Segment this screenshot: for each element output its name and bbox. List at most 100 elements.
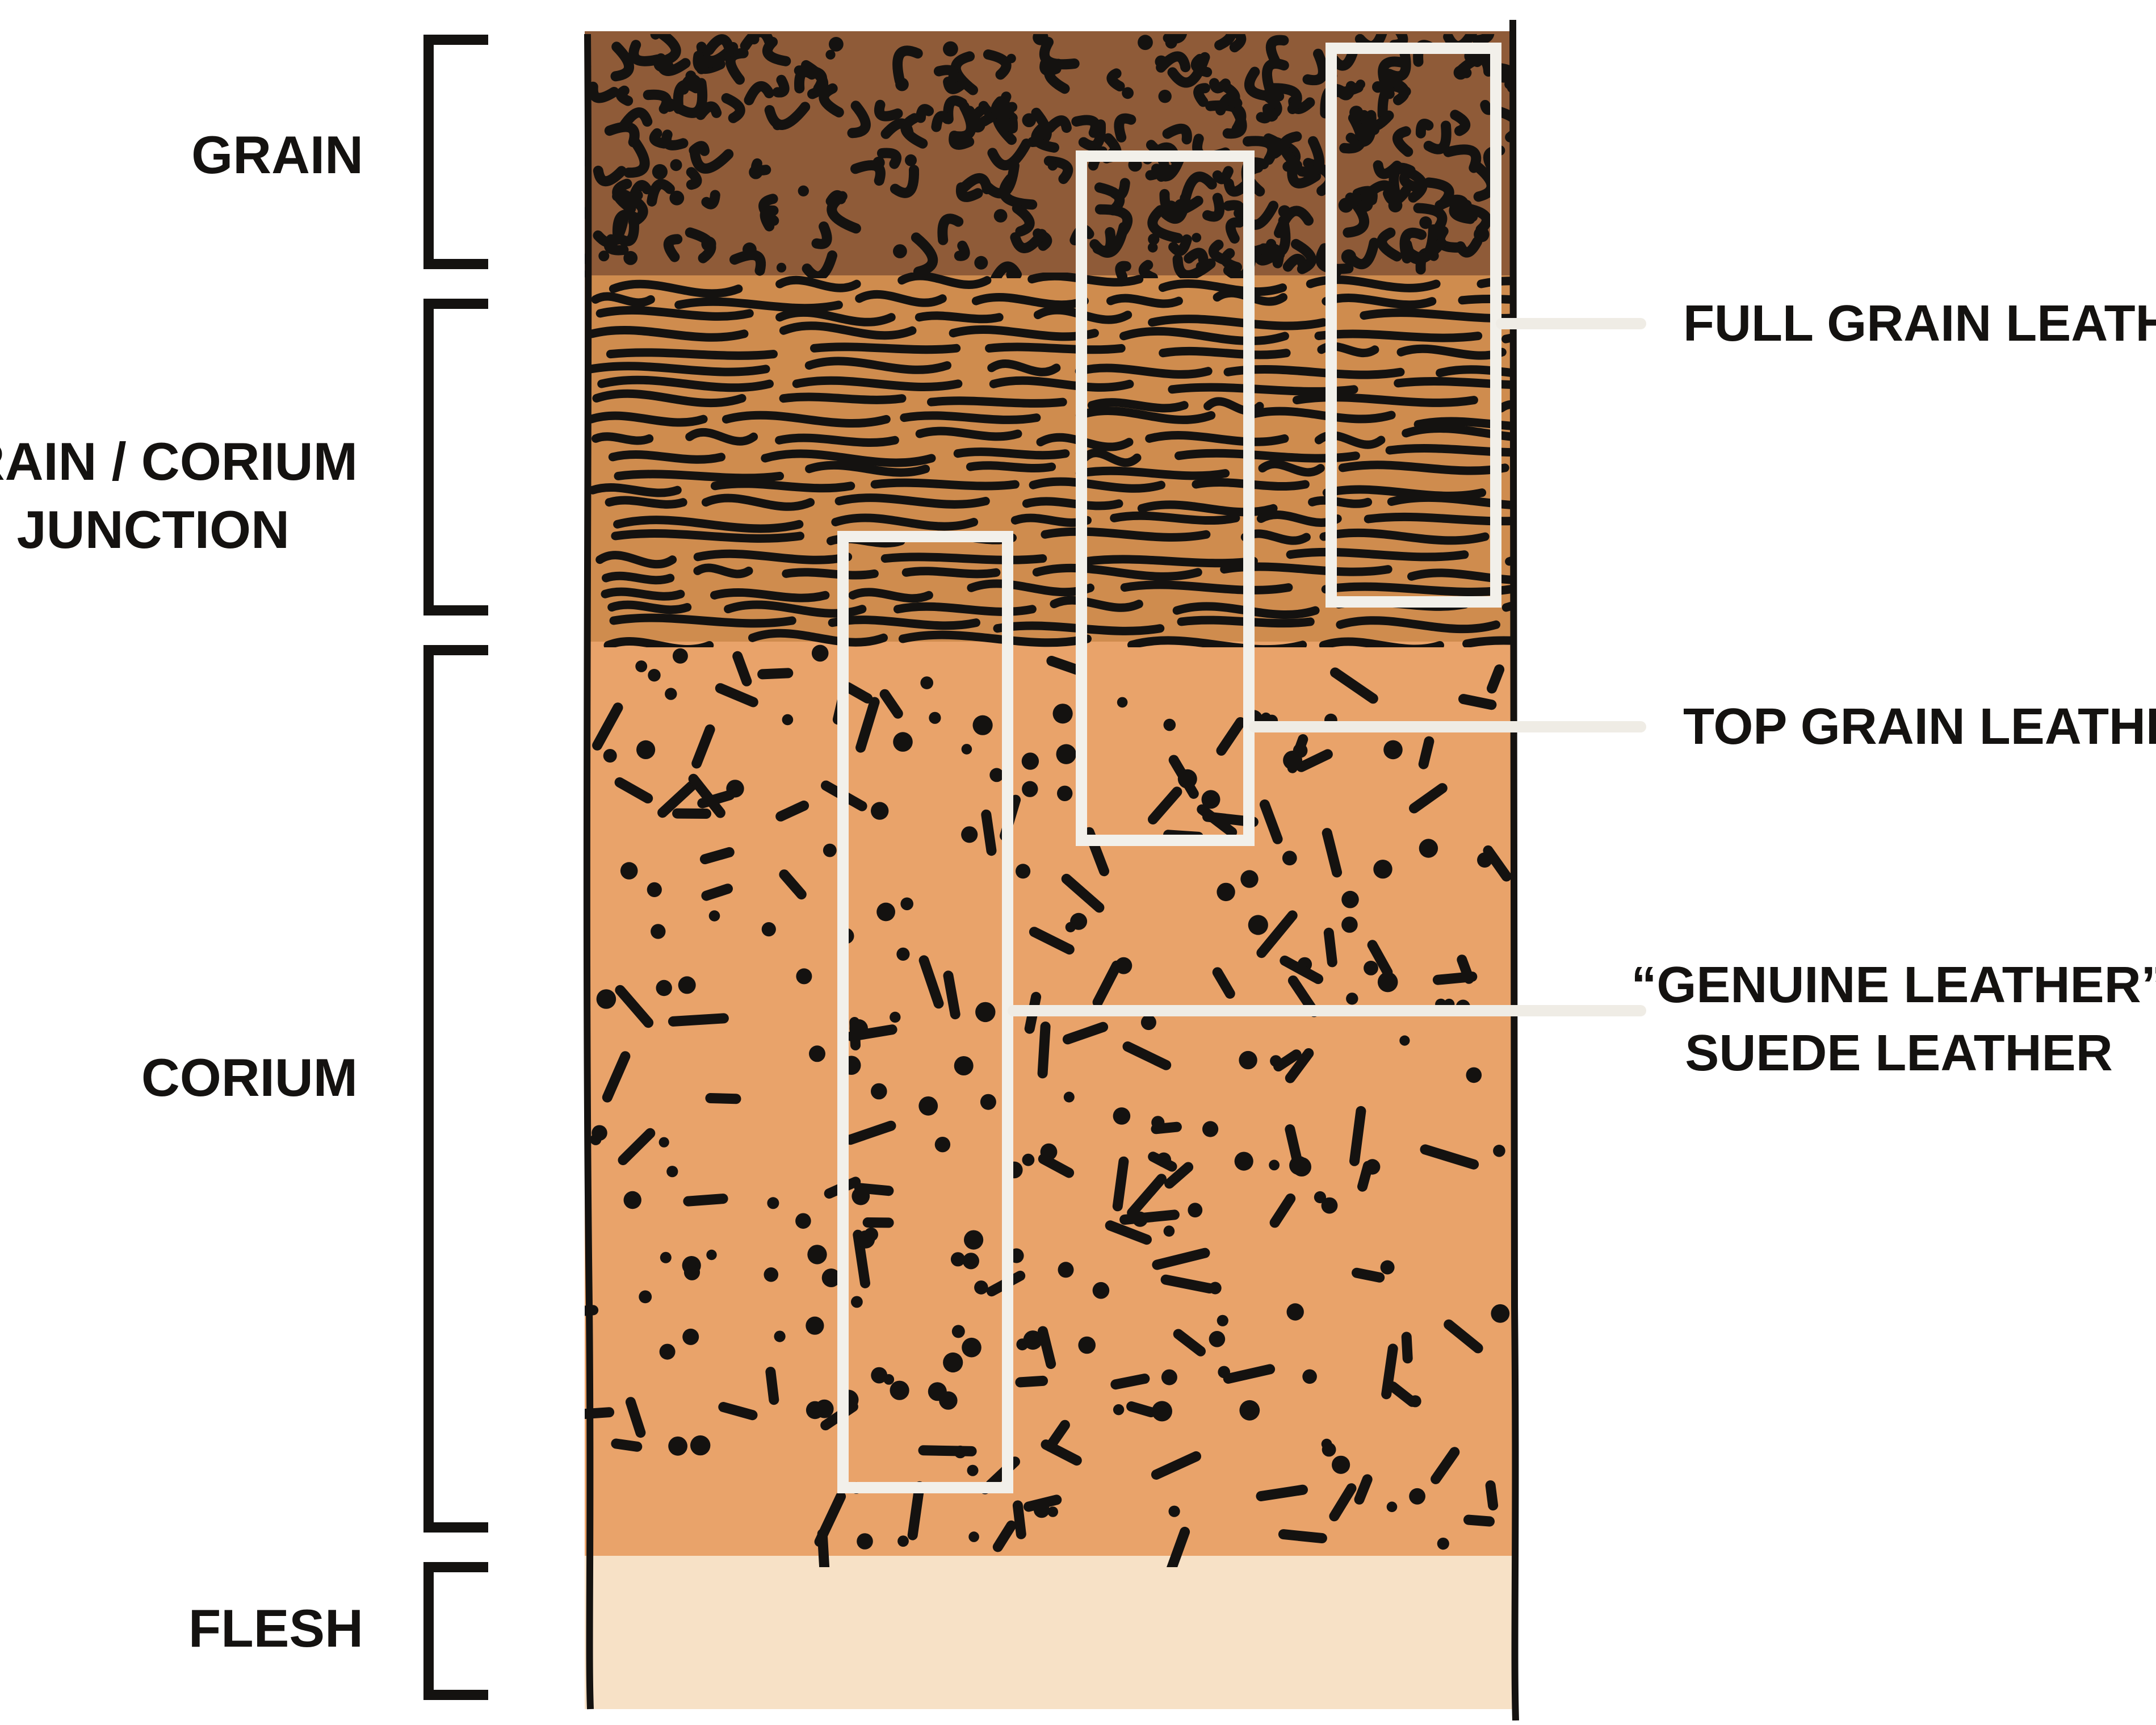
corium-dot [761,922,776,937]
corium-dot [943,1352,963,1373]
corium-dot [811,644,829,662]
junction-fiber [966,461,1056,473]
junction-fiber [1501,600,1516,612]
grain-fiber [623,136,650,178]
corium-fiber [1269,1193,1296,1228]
junction-fiber [1336,616,1500,634]
corium-dot [1065,922,1076,932]
corium-dot [896,947,910,961]
layer-brackets [423,35,488,1700]
grain-fiber [1209,78,1231,94]
grain-dot [701,236,716,252]
junction-fiber [855,290,947,307]
corium-dot [929,711,941,724]
grain-fiber [1339,112,1366,154]
corium-fiber [1352,1267,1385,1283]
grain-fiber [1357,191,1373,212]
corium-dot [1365,1159,1381,1175]
grain-fiber [1413,203,1448,235]
junction-fiber [1075,363,1213,379]
grain-fiber [876,148,901,169]
corium-fiber [1256,1484,1308,1501]
corium-dot [678,976,696,994]
corium-fiber [1127,1174,1167,1218]
junction-fiber [915,426,1022,441]
junction-fiber [967,579,1094,597]
corium-dot [1209,1331,1226,1347]
grain-fiber [1287,166,1322,189]
corium-fiber [1354,1474,1373,1505]
grain-dot [1022,113,1037,127]
corium-fiber [688,773,725,818]
junction-fiber [1075,466,1230,480]
corium-fiber [1197,804,1238,838]
grain-fiber [811,221,832,249]
grain-fiber [1108,178,1130,200]
corium-fiber [1173,1329,1206,1356]
junction-fiber [597,375,774,392]
grain-fiber [1415,119,1434,139]
corium-dot [1377,972,1398,993]
grain-dot [970,117,985,133]
corium-dot [1270,1055,1282,1067]
junction-fiber [1402,424,1516,442]
junction-fiber [1322,485,1487,500]
corium-dot [1346,993,1358,1005]
corium-dot [708,910,720,922]
corium-texture [585,644,1512,1567]
junction-fiber [834,493,990,509]
grain-fiber [1215,93,1243,116]
junction-fiber [1396,344,1507,360]
junction-fiber [915,311,1004,324]
corium-fiber [1483,845,1512,882]
corium-dot [666,1166,678,1178]
grain-fiber [1343,192,1370,238]
grain-fiber [615,85,634,106]
grain-dot [776,262,787,273]
corium-dot [893,732,913,752]
corium-fiber [1122,1041,1172,1070]
corium-dot [1332,1455,1350,1474]
grain-fiber [954,240,970,261]
grain-dot [1455,199,1470,214]
grain-fiber [892,45,923,86]
grain-dot [1372,81,1384,93]
grain-fiber [955,182,983,202]
corium-dot [659,1343,676,1360]
junction-fiber [953,447,1070,460]
corium-dot [1056,744,1076,764]
corium-dot [1234,1152,1253,1171]
corium-fiber [1457,954,1474,984]
corium-dot [950,1252,966,1267]
corium-fiber [907,1481,925,1540]
corium-fiber [657,781,697,818]
corium-dot [890,1011,901,1023]
grain-fiber [1223,200,1245,219]
corium-dot [1163,718,1176,731]
junction-label-line-2: JUNCTION [17,500,290,559]
corium-fiber [1167,1526,1190,1567]
corium-dot [1156,1152,1172,1167]
corium-dot [1437,1538,1449,1550]
grain-fiber [619,107,653,131]
corium-dot [636,740,656,759]
corium-fiber [602,1051,631,1103]
junction-fiber [761,449,936,467]
junction-fiber [1145,431,1289,446]
corium-fiber [1458,694,1497,710]
grain-dot [1147,242,1158,253]
corium-fiber [1431,1447,1460,1484]
corium-fiber [1296,749,1333,772]
corium-dot [1240,870,1259,888]
junction-fiber [1041,527,1211,542]
corium-fiber [943,970,960,1020]
corium-fiber [842,682,873,704]
grain-dot [895,77,909,91]
corium-fiber [1061,873,1105,913]
corium-dot [1341,890,1359,908]
corium-fiber [1112,1156,1129,1212]
corium-fiber [1285,1048,1314,1083]
corium-dot [1140,1015,1156,1031]
grain-dot [669,190,685,206]
grain-fiber [758,194,779,226]
